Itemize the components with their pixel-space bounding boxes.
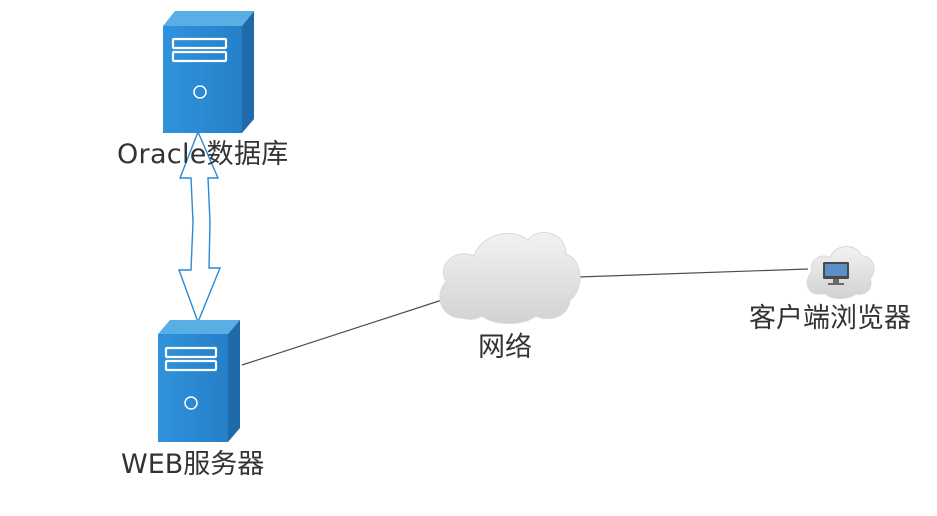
- web-server-label: WEB服务器: [121, 449, 265, 480]
- connector-network-client: [577, 268, 809, 278]
- network-label: 网络: [478, 332, 532, 363]
- oracle-database-label: Oracle数据库: [117, 139, 289, 170]
- oracle-server-icon: [163, 11, 254, 133]
- network-cloud-icon: [439, 232, 581, 324]
- client-browser-label: 客户端浏览器: [749, 303, 911, 334]
- web-server-icon: [158, 320, 240, 442]
- client-cloud-monitor-icon: [806, 246, 875, 299]
- connector-web-network: [241, 299, 443, 366]
